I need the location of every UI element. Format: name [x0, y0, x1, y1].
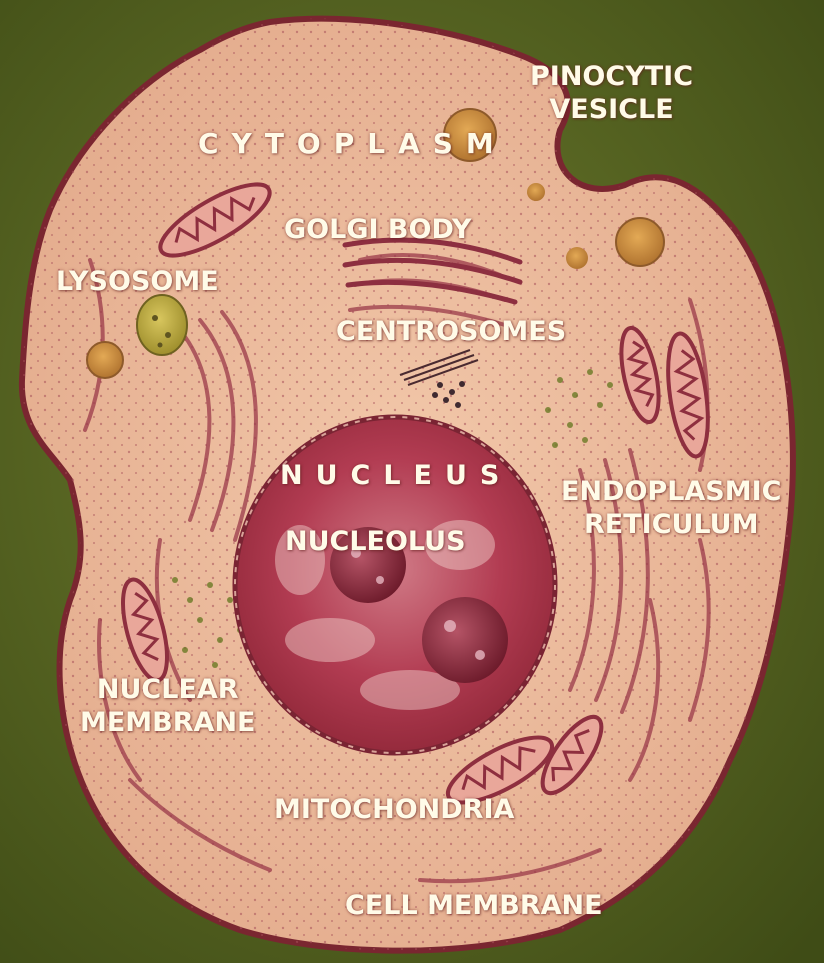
label-cytoplasm: CYTOPLASM	[198, 130, 507, 158]
vesicle	[87, 342, 123, 378]
label-er-line2: RETICULUM	[561, 511, 781, 538]
label-nucleus: NUCLEUS	[280, 462, 512, 489]
label-pinocytic-vesicle: PINOCYTIC VESICLE	[530, 63, 693, 123]
label-nuclear-membrane: NUCLEAR MEMBRANE	[80, 676, 256, 736]
label-er-line1: ENDOPLASMIC	[561, 478, 781, 505]
vesicle	[616, 218, 664, 266]
label-centrosomes: CENTROSOMES	[336, 318, 566, 345]
label-nuclear-line2: MEMBRANE	[80, 709, 256, 736]
label-mitochondria: MITOCHONDRIA	[274, 796, 514, 823]
label-pinocytic-line1: PINOCYTIC	[530, 63, 693, 90]
label-nucleolus: NUCLEOLUS	[285, 528, 466, 555]
lysosome	[137, 295, 187, 355]
label-endoplasmic-reticulum: ENDOPLASMIC RETICULUM	[561, 478, 781, 538]
vesicle	[566, 247, 588, 269]
label-cell-membrane: CELL MEMBRANE	[345, 892, 603, 919]
label-golgi-body: GOLGI BODY	[284, 216, 471, 243]
label-pinocytic-line2: VESICLE	[530, 96, 693, 123]
nucleolus	[422, 597, 508, 683]
vesicle	[527, 183, 545, 201]
label-nuclear-line1: NUCLEAR	[80, 676, 256, 703]
label-lysosome: LYSOSOME	[56, 268, 219, 295]
